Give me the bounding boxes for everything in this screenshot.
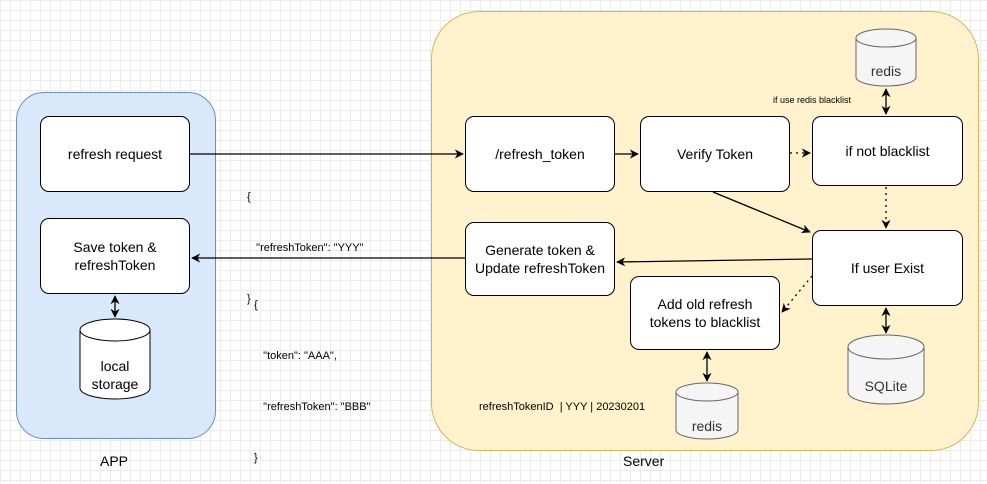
- response-payload-line: "refreshToken": "BBB": [254, 401, 371, 413]
- generate-token-node: Generate token & Update refreshToken: [465, 222, 615, 296]
- verify-token-node: Verify Token: [640, 116, 790, 192]
- refresh-token-endpoint-node: /refresh_token: [465, 116, 615, 192]
- sqlite-cylinder: [847, 334, 925, 405]
- redis-cylinder-bottom: [675, 382, 739, 440]
- add-old-refresh-node: Add old refresh tokens to blacklist: [630, 276, 780, 350]
- response-payload-line: }: [254, 452, 258, 464]
- redis-top-label: redis: [870, 63, 902, 79]
- local-storage-cylinder: [79, 318, 151, 400]
- request-payload-line: {: [247, 191, 251, 203]
- local-storage-label: local storage: [91, 358, 139, 392]
- edge-verify-to-user-exist: [712, 191, 811, 234]
- response-payload-line: {: [254, 299, 258, 311]
- request-payload-line: }: [247, 293, 251, 305]
- sqlite-label: SQLite: [864, 378, 908, 394]
- redis-cylinder-top: [855, 28, 917, 87]
- edge-user-exist-to-generate: [616, 257, 813, 267]
- request-payload-label: { "refreshToken": "YYY" }: [247, 155, 364, 325]
- redis-key-format-label: refreshTokenID | YYY | 20230201: [479, 401, 646, 413]
- response-payload-label: { "token": "AAA", "refreshToken": "BBB" …: [254, 263, 371, 484]
- response-payload-line: "token": "AAA",: [254, 350, 337, 362]
- app-region-label: APP: [100, 453, 129, 469]
- save-token-node: Save token & refreshToken: [40, 218, 190, 294]
- redis-blacklist-note: if use redis blacklist: [773, 95, 852, 105]
- if-not-blacklist-node: if not blacklist: [812, 116, 963, 186]
- edge-user-exist-to-add-old: [781, 275, 813, 313]
- if-user-exist-node: If user Exist: [812, 230, 963, 306]
- server-region-label: Server: [623, 453, 665, 469]
- request-payload-line: "refreshToken": "YYY": [247, 242, 364, 254]
- refresh-request-node: refresh request: [40, 116, 190, 192]
- redis-bottom-label: redis: [691, 418, 723, 434]
